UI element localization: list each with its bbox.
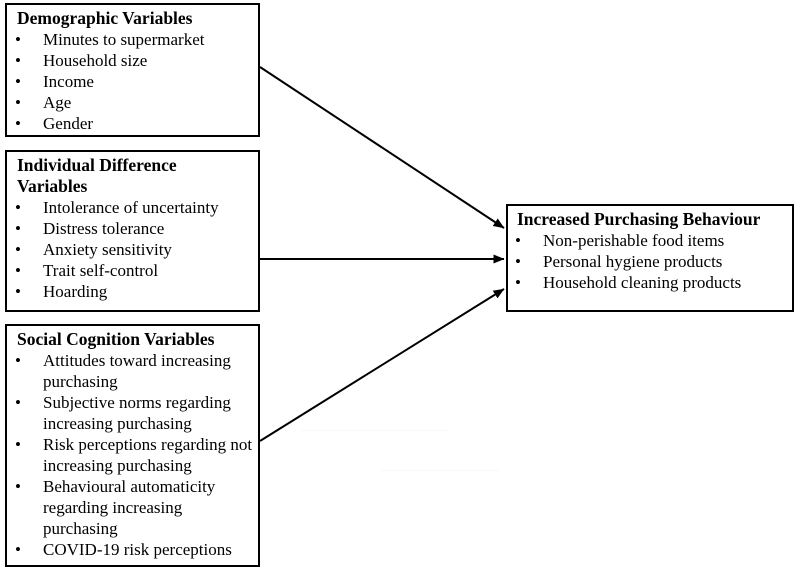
box-demographic-variables: Demographic Variables •Minutes to superm…	[5, 3, 260, 137]
bullet-icon: •	[15, 261, 21, 280]
list-item: •Age	[15, 93, 72, 112]
list-item: •COVID-19 risk perceptions	[15, 540, 232, 559]
bullet-icon: •	[15, 72, 21, 91]
box-outcome-title: Increased Purchasing Behaviour	[517, 209, 761, 229]
bullet-icon: •	[15, 114, 21, 133]
bullet-icon: •	[15, 540, 21, 559]
box-social-list: •Attitudes toward increasing purchasing …	[7, 350, 258, 560]
list-item: •Attitudes toward increasing purchasing	[15, 351, 231, 391]
bullet-icon: •	[15, 282, 21, 301]
bullet-icon: •	[15, 240, 21, 259]
list-item: •Risk perceptions regarding not increasi…	[15, 435, 253, 475]
bullet-icon: •	[515, 252, 521, 271]
list-item: •Distress tolerance	[15, 219, 165, 238]
bullet-icon: •	[15, 93, 21, 112]
list-item: •Household cleaning products	[515, 273, 742, 292]
list-item: •Household size	[15, 51, 148, 70]
list-item: •Trait self-control	[15, 261, 159, 280]
list-item: •Subjective norms regarding increasing p…	[15, 393, 231, 433]
list-item: •Income	[15, 72, 94, 91]
box-demographic-list: •Minutes to supermarket •Household size …	[7, 29, 258, 134]
box-outcome-list: •Non-perishable food items •Personal hyg…	[508, 230, 792, 293]
bullet-icon: •	[15, 393, 21, 412]
bullet-icon: •	[15, 477, 21, 496]
box-individual-difference-variables: Individual Difference Variables •Intoler…	[5, 150, 260, 312]
bullet-icon: •	[15, 219, 21, 238]
arrow-demographic-to-outcome	[259, 66, 505, 229]
list-item: •Minutes to supermarket	[15, 30, 205, 49]
arrow-social-to-outcome	[259, 288, 505, 442]
list-item: •Gender	[15, 114, 94, 133]
box-individual-title: Individual Difference Variables	[17, 155, 181, 196]
box-individual-list: •Intolerance of uncertainty •Distress to…	[7, 197, 258, 302]
box-social-cognition-variables: Social Cognition Variables •Attitudes to…	[5, 324, 260, 567]
bullet-icon: •	[15, 30, 21, 49]
bullet-icon: •	[15, 435, 21, 454]
list-item: •Intolerance of uncertainty	[15, 198, 219, 217]
bullet-icon: •	[15, 51, 21, 70]
list-item: •Behavioural automaticity regarding incr…	[15, 477, 216, 538]
bullet-icon: •	[15, 351, 21, 370]
box-increased-purchasing-behaviour: Increased Purchasing Behaviour •Non-peri…	[506, 204, 794, 312]
bullet-icon: •	[15, 198, 21, 217]
list-item: •Hoarding	[15, 282, 108, 301]
list-item: •Non-perishable food items	[515, 231, 725, 250]
scan-artifact	[300, 430, 450, 431]
box-demographic-title: Demographic Variables	[17, 8, 193, 28]
bullet-icon: •	[515, 231, 521, 250]
list-item: •Personal hygiene products	[515, 252, 723, 271]
scan-artifact	[380, 470, 500, 471]
list-item: •Anxiety sensitivity	[15, 240, 172, 259]
bullet-icon: •	[515, 273, 521, 292]
box-social-title: Social Cognition Variables	[17, 329, 215, 349]
